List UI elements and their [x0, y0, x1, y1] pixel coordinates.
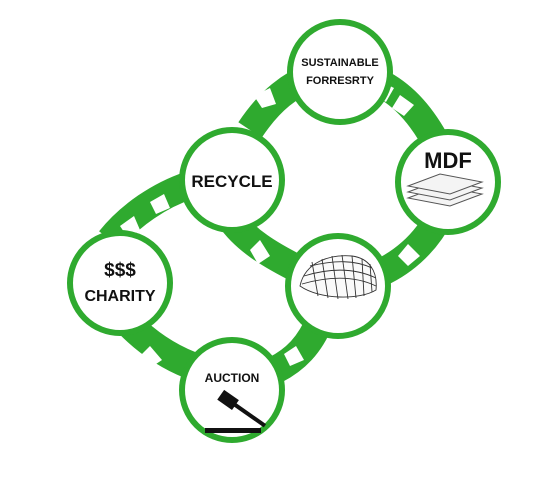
arrow-1 — [254, 88, 276, 108]
node-mdf: MDF — [395, 129, 501, 235]
node-circle — [287, 19, 393, 125]
node-pod — [285, 233, 391, 339]
node-recycle: RECYCLE — [179, 127, 285, 233]
gavel-icon — [205, 389, 267, 433]
sustainable-line2: FORRESRTY — [306, 75, 375, 87]
arrow-5 — [250, 240, 270, 264]
arrow-7 — [140, 346, 162, 368]
ring-band — [99, 61, 453, 383]
arrow-6 — [284, 346, 304, 366]
node-circle — [67, 230, 173, 336]
node-circle — [179, 337, 285, 443]
charity-money: $$$ — [104, 260, 136, 281]
arrow-3 — [392, 95, 414, 116]
node-circle — [179, 127, 285, 233]
node-charity: $$$ CHARITY — [67, 230, 173, 336]
sustainable-line1: SUSTAINABLE — [301, 57, 378, 69]
node-auction: AUCTION — [179, 337, 285, 443]
recycle-label: RECYCLE — [191, 172, 272, 191]
wireframe-pod-icon — [299, 254, 377, 300]
stacked-boards-icon — [406, 173, 484, 207]
arrow-9 — [150, 194, 170, 214]
node-sustainable-forestry: SUSTAINABLE FORRESRTY — [287, 19, 393, 125]
charity-label: CHARITY — [84, 288, 155, 305]
mdf-label: MDF — [424, 148, 472, 173]
arrow-4 — [398, 244, 420, 266]
auction-label: AUCTION — [205, 371, 260, 385]
